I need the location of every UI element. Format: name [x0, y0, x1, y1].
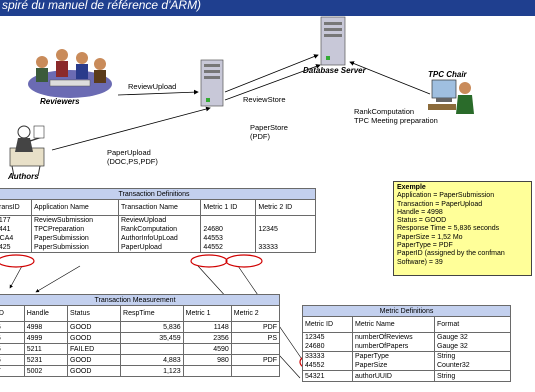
- title-banner: spiré du manuel de référence d'ARM): [0, 0, 535, 16]
- review-store-arrow: [224, 54, 319, 93]
- authors-illustration: [9, 125, 45, 177]
- paper-store-arrow: [224, 64, 321, 101]
- web-server-illustration: [200, 59, 224, 107]
- table-row: 54321 authorUUID String: [302, 370, 511, 382]
- review-upload-label: ReviewUpload: [128, 82, 177, 91]
- database-server-label: Database Server: [303, 66, 366, 75]
- example-box: Exemple Application = PaperSubmission Tr…: [393, 181, 532, 276]
- paper-upload-arrow: [51, 106, 211, 151]
- table-row: 775002GOOD 1,123: [0, 365, 281, 377]
- paper-store-label: PaperStore(PDF): [250, 123, 288, 141]
- table-row: 255211FAILED 4590: [0, 343, 281, 355]
- tpc-chair-label: TPC Chair: [428, 70, 467, 79]
- transaction-measurement-table: Transaction Measurement eID Handle Statu…: [0, 294, 281, 377]
- authors-label: Authors: [8, 172, 39, 181]
- transaction-definitions-caption: Transaction Definitions: [0, 188, 316, 200]
- banner-title: spiré du manuel de référence d'ARM): [2, 0, 202, 12]
- reviewers-label: Reviewers: [40, 97, 80, 106]
- transid-link-line: [9, 265, 23, 289]
- transaction-definitions-table: Transaction Definitions TransID Applicat…: [0, 188, 316, 253]
- rank-computation-arrow: [349, 61, 431, 95]
- tpc-chair-illustration: [428, 79, 474, 114]
- handle-link-line: [35, 265, 81, 293]
- table-row: 71779441BCA49425 ReviewSubmissionTPCPrep…: [0, 215, 316, 253]
- database-server-illustration: [320, 16, 346, 66]
- review-upload-arrow: [117, 89, 199, 96]
- example-title: Exemple: [397, 184, 426, 191]
- metric-definitions-caption: Metric Definitions: [302, 305, 511, 317]
- reviewers-illustration: [28, 49, 112, 98]
- metric-definitions-table: Metric Definitions Metric ID Metric Name…: [302, 305, 511, 382]
- paper-upload-label: PaperUpload(DOC,PS,PDF): [107, 148, 158, 166]
- transaction-measurement-caption: Transaction Measurement: [0, 294, 280, 306]
- review-store-label: ReviewStore: [243, 95, 286, 104]
